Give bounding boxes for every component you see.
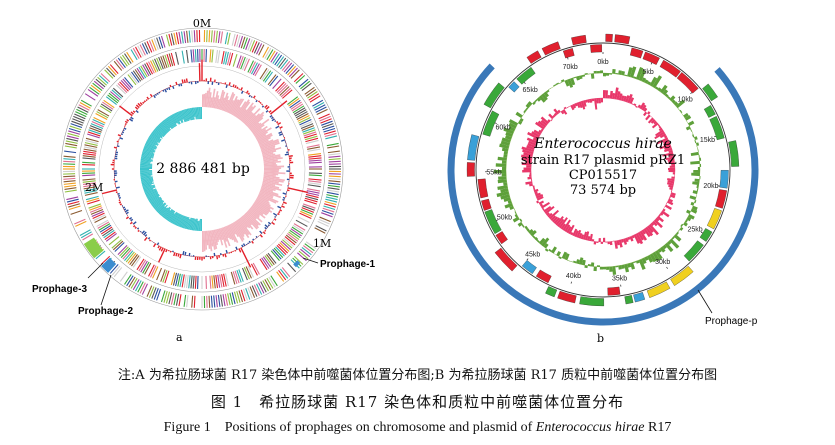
panel-a-label: a — [176, 331, 183, 344]
chromosome-gene-tracks — [60, 27, 344, 311]
kb-tick-label: 5kb — [642, 69, 653, 76]
kb-tick-label: 50kb — [497, 215, 512, 222]
chromosome-map: 0M 1M 2M 2 886 481 bp Prophage-1 Prophag… — [32, 17, 375, 344]
prophage-3-label: Prophage-3 — [32, 284, 87, 295]
kb-tick-label: 0kb — [597, 59, 608, 66]
figure-title-cn: 图 1 希拉肠球菌 R17 染色体和质粒中前噬菌体位置分布 — [210, 393, 625, 411]
marker-2m: 2M — [85, 181, 103, 194]
kb-tick-label: 15kb — [700, 137, 715, 144]
figure-title-en-prefix: Figure 1 Positions of prophages on chrom… — [163, 420, 536, 435]
plasmid-accession: CP015517 — [569, 168, 637, 183]
kb-tick-label: 30kb — [655, 259, 670, 266]
marker-0m: 0M — [193, 17, 211, 30]
prophage-p-label: Prophage-p — [705, 316, 758, 327]
chromosome-prophage-markers — [83, 237, 301, 273]
kb-tick-label: 35kb — [612, 276, 627, 283]
kb-tick-label: 25kb — [688, 226, 703, 233]
prophage-1-label: Prophage-1 — [320, 259, 375, 270]
kb-tick-label: 45kb — [525, 251, 540, 258]
prophage-2-label: Prophage-2 — [78, 306, 133, 317]
kb-tick-label: 40kb — [566, 273, 581, 280]
plasmid-species: Enterococcus hirae — [533, 136, 672, 152]
kb-tick-label: 65kb — [523, 87, 538, 94]
figure-panels: 0M 1M 2M 2 886 481 bp Prophage-1 Prophag… — [32, 17, 759, 345]
kb-tick-label: 20kb — [703, 183, 718, 190]
plasmid-kb-ticks: 0kb 5kb 10kb 15kb 20kb 25kb 30kb 35kb 40kb 45kb 50… — [485, 52, 720, 287]
chromosome-gc-content — [101, 59, 308, 268]
panel-b-label: b — [597, 332, 604, 345]
figure-title-en: Figure 1 Positions of prophages on chrom… — [0, 416, 835, 436]
plasmid-map: 0kb 5kb 10kb 15kb 20kb 25kb 30kb 35kb 40kb 45kb 50… — [447, 33, 759, 345]
kb-tick-label: 10kb — [678, 96, 693, 103]
chromosome-gc-skew — [140, 87, 286, 252]
figure-title-en-suffix: R17 — [644, 420, 672, 435]
plasmid-genes — [466, 33, 740, 307]
prophage-p-arc — [447, 63, 759, 326]
figure-title-en-species: Enterococcus hirae — [535, 420, 645, 435]
kb-tick-label: 70kb — [563, 64, 578, 71]
genome-size: 2 886 481 bp — [156, 161, 250, 177]
kb-tick-label: 60kb — [496, 124, 511, 131]
plasmid-gc-tracks — [493, 66, 702, 275]
marker-1m: 1M — [313, 237, 331, 250]
figure-note: 注:A 为希拉肠球菌 R17 染色体中前噬菌体位置分布图;B 为希拉肠球菌 R1… — [117, 368, 718, 383]
plasmid-size: 73 574 bp — [570, 183, 636, 198]
plasmid-strain: strain R17 plasmid pRZ1 — [521, 153, 685, 168]
kb-tick-label: 55kb — [486, 170, 501, 177]
